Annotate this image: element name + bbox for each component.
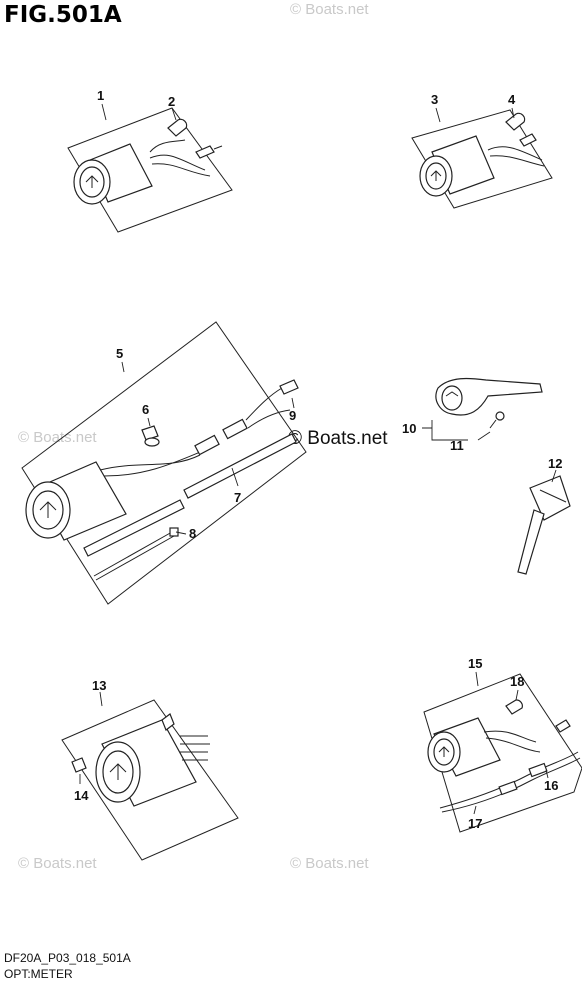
callout-12: 12	[548, 456, 562, 471]
watermark: © Boats.net	[18, 429, 97, 446]
figure-title: FIG.501A	[4, 2, 122, 28]
watermark: © Boats.net	[18, 855, 97, 872]
meter-15	[427, 717, 541, 777]
watermark: © Boats.net	[290, 855, 369, 872]
callout-3: 3	[431, 92, 438, 107]
bulb-2	[167, 118, 223, 159]
watermark: © Boats.net	[290, 1, 369, 18]
bracket-10	[435, 377, 543, 416]
group-meter-3: 3 4	[411, 92, 553, 209]
callout-8: 8	[189, 526, 196, 541]
bulb-6	[141, 425, 160, 447]
bulb-18	[505, 699, 571, 733]
bulb-14	[71, 757, 87, 773]
group-meter-5: 5 6 7 8 9	[21, 321, 307, 605]
screw-11	[489, 411, 505, 429]
tube-7	[183, 433, 297, 499]
callout-14: 14	[74, 788, 89, 803]
diagram-name: OPT:METER	[4, 967, 73, 981]
callout-9: 9	[289, 408, 296, 423]
callout-2: 2	[168, 94, 175, 109]
callout-1: 1	[97, 88, 104, 103]
group-meter-15: 15 18 16 17	[423, 656, 582, 833]
callout-13: 13	[92, 678, 106, 693]
bulb-4	[505, 112, 537, 147]
callout-7: 7	[234, 490, 241, 505]
callout-16: 16	[544, 778, 558, 793]
meter-3	[419, 135, 545, 197]
cable-tie-8	[93, 527, 179, 581]
meter-5	[25, 447, 211, 541]
callout-6: 6	[142, 402, 149, 417]
watermark-center: © Boats.net	[288, 428, 388, 449]
callout-15: 15	[468, 656, 482, 671]
callout-10: 10	[402, 421, 416, 436]
terminal-9	[279, 379, 299, 395]
long-tube	[83, 499, 185, 557]
meter-13	[95, 713, 210, 807]
harness-connectors	[194, 387, 291, 456]
callout-11: 11	[450, 438, 464, 453]
callout-18: 18	[510, 674, 524, 689]
group-meter-1: 1 2	[67, 88, 233, 233]
callout-17: 17	[468, 816, 482, 831]
group-meter-13: 13 14	[61, 678, 239, 861]
diagram-code: DF20A_P03_018_501A	[4, 951, 131, 965]
bracket-12	[517, 475, 571, 575]
callout-5: 5	[116, 346, 123, 361]
meter-1	[73, 139, 211, 205]
callout-4: 4	[508, 92, 516, 107]
harness-16-17	[439, 751, 581, 813]
